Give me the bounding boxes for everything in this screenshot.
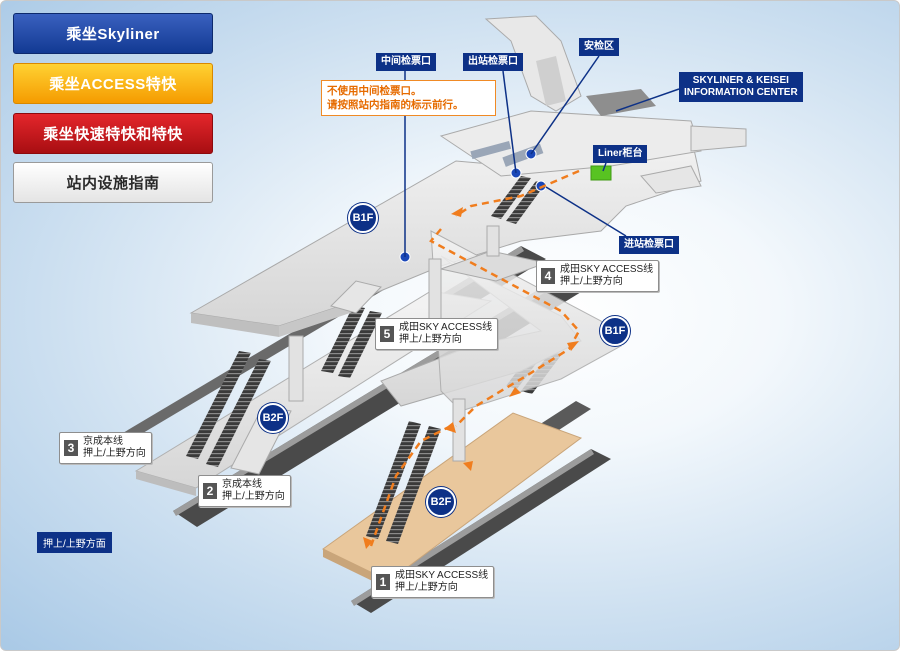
- track-direction: 押上/上野方向: [560, 276, 623, 287]
- track-5-label: 5 成田SKY ACCESS线押上/上野方向: [375, 318, 499, 350]
- track-direction: 押上/上野方向: [399, 334, 462, 345]
- floor-b2f-right: B2F: [426, 487, 456, 517]
- track-1-label: 1 成田SKY ACCESS线押上/上野方向: [371, 566, 495, 598]
- track-line: 成田SKY ACCESS线: [560, 264, 654, 275]
- exit-gate-label: 出站检票口: [463, 53, 523, 71]
- mid-gate-label: 中间检票口: [376, 53, 436, 71]
- track-number: 4: [541, 268, 555, 284]
- track-number: 1: [376, 574, 390, 590]
- direction-tag: 押上/上野方面: [37, 532, 112, 553]
- security-label: 安检区: [579, 38, 619, 56]
- floor-b1f-right: B1F: [600, 316, 630, 346]
- liner-counter-label: Liner柜台: [593, 145, 648, 163]
- info-center-label: SKYLINER & KEISEI INFORMATION CENTER: [679, 72, 803, 102]
- station-guide-button[interactable]: 站内设施指南: [13, 162, 213, 203]
- b1f-mezzanine: [189, 125, 702, 412]
- track-line: 京成本线: [222, 479, 262, 490]
- rapid-express-button[interactable]: 乘坐快速特快和特快: [13, 113, 213, 154]
- note-line2: 请按照站内指南的标示前行。: [327, 99, 464, 111]
- note-line1: 不使用中间检票口。: [327, 85, 422, 97]
- floor-b1f-left: B1F: [348, 203, 378, 233]
- route-arrows: [363, 207, 579, 549]
- info-center-line1: SKYLINER & KEISEI: [692, 75, 789, 86]
- track-2-label: 2 京成本线押上/上野方向: [198, 475, 291, 507]
- gate-note: 不使用中间检票口。 请按照站内指南的标示前行。: [321, 80, 496, 116]
- track-line: 成田SKY ACCESS线: [399, 322, 493, 333]
- track-line: 京成本线: [83, 436, 123, 447]
- track-number: 3: [64, 440, 78, 456]
- track-3-label: 3 京成本线押上/上野方向: [59, 432, 152, 464]
- route-path: [369, 169, 581, 547]
- entry-gate-label: 进站检票口: [619, 236, 679, 254]
- track-number: 2: [203, 483, 217, 499]
- info-center-line2: INFORMATION CENTER: [684, 87, 798, 98]
- track-line: 成田SKY ACCESS线: [395, 570, 489, 581]
- access-express-button[interactable]: 乘坐ACCESS特快: [13, 63, 213, 104]
- floor-b2f-left: B2F: [258, 403, 288, 433]
- track-direction: 押上/上野方向: [395, 582, 458, 593]
- track-direction: 押上/上野方向: [83, 448, 146, 459]
- leader-lines: [404, 55, 680, 257]
- track-number: 5: [380, 326, 394, 342]
- track-4-label: 4 成田SKY ACCESS线押上/上野方向: [536, 260, 660, 292]
- track-direction: 押上/上野方向: [222, 491, 285, 502]
- columns: [288, 225, 500, 462]
- skyliner-button[interactable]: 乘坐Skyliner: [13, 13, 213, 54]
